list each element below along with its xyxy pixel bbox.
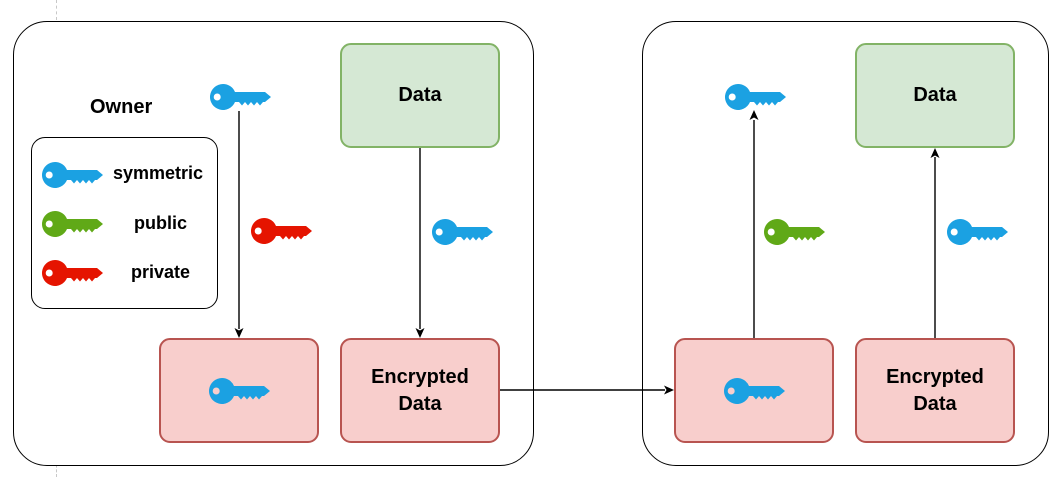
- owner-data-label: Data: [398, 84, 442, 106]
- arrowhead-down-icon: [234, 328, 244, 338]
- symmetric-key-icon: [430, 217, 494, 247]
- guide-line-top: [56, 0, 57, 20]
- recipient-encrypted-label-line2: Data: [913, 392, 957, 415]
- owner-encrypted-label-line1: Encrypted: [371, 365, 469, 388]
- symmetric-key-icon: [208, 82, 272, 112]
- owner-encrypted-data-box: Encrypted Data: [340, 338, 500, 443]
- arrowhead-up-icon: [749, 110, 759, 120]
- symmetric-key-icon: [207, 376, 271, 406]
- symmetric-key-icon: [40, 160, 104, 190]
- owner-encrypted-key-box: [159, 338, 319, 443]
- legend-public-label: public: [134, 213, 187, 233]
- arrowhead-up-icon: [930, 148, 940, 158]
- recipient-data-box: Data: [855, 43, 1015, 148]
- symmetric-key-icon: [723, 82, 787, 112]
- owner-data-box: Data: [340, 43, 500, 148]
- guide-line-bottom: [56, 460, 57, 477]
- legend-symmetric-label: symmetric: [113, 163, 204, 183]
- arrowhead-right-icon: [664, 385, 674, 395]
- recipient-encrypted-key-box: [674, 338, 834, 443]
- recipient-encrypted-label-line1: Encrypted: [886, 365, 984, 388]
- symmetric-key-icon: [722, 376, 786, 406]
- public-key-icon: [762, 217, 826, 247]
- owner-title: Owner: [90, 96, 153, 118]
- recipient-data-label: Data: [913, 84, 957, 106]
- private-key-icon: [40, 258, 104, 288]
- private-key-icon: [249, 216, 313, 246]
- symmetric-key-icon: [945, 217, 1009, 247]
- owner-encrypted-label-line2: Data: [398, 392, 442, 415]
- recipient-encrypted-data-box: Encrypted Data: [855, 338, 1015, 443]
- legend-private-label: private: [131, 262, 191, 282]
- arrowhead-down-icon: [415, 328, 425, 338]
- public-key-icon: [40, 209, 104, 239]
